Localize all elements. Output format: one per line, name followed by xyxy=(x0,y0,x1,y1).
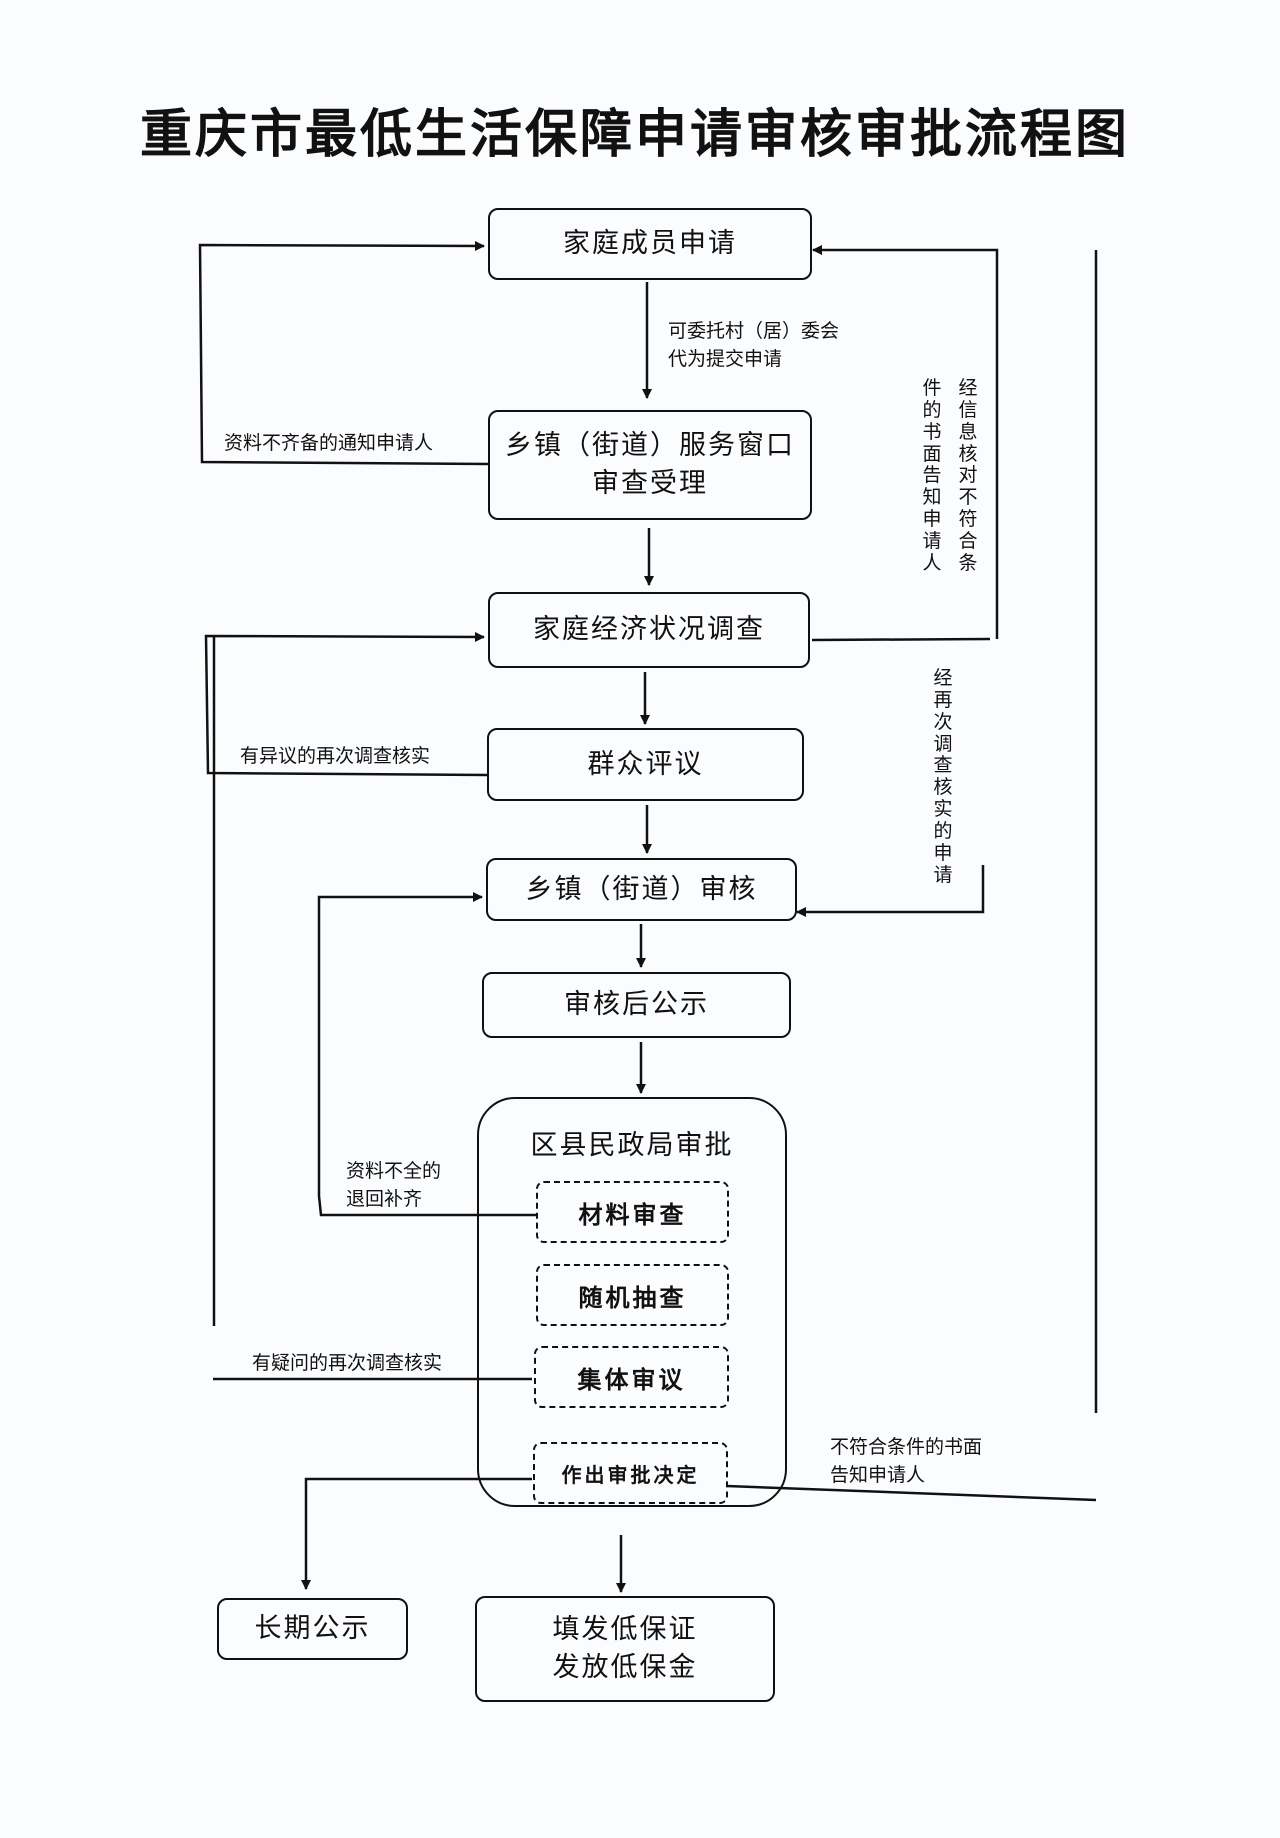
arrow-decision-to-longterm xyxy=(301,1477,532,1590)
loop-resurvey-apply xyxy=(796,865,985,917)
note-line2: 代为提交申请 xyxy=(668,347,783,370)
step-label-line1: 填发低保证 xyxy=(552,1614,698,1646)
substep-label: 作出审批决定 xyxy=(561,1462,700,1487)
step-family-apply: 家庭成员申请 xyxy=(488,208,812,280)
step-post-audit-notice: 审核后公示 xyxy=(482,972,791,1038)
note-incomplete-notify: 资料不齐备的通知申请人 xyxy=(224,432,434,454)
substep-label: 集体审议 xyxy=(577,1364,686,1394)
substep-label: 随机抽查 xyxy=(578,1282,687,1312)
step-label: 群众评议 xyxy=(587,748,704,780)
page-title: 重庆市最低生活保障申请审核审批流程图 xyxy=(140,104,1131,165)
note-line2: 告知申请人 xyxy=(830,1463,926,1486)
step-town-audit: 乡镇（街道）审核 xyxy=(486,858,797,921)
loop-incomplete-return xyxy=(317,892,536,1217)
step-label: 家庭经济状况调查 xyxy=(533,614,765,646)
substep-label: 材料审查 xyxy=(578,1199,687,1229)
note-entrust: 可委托村（居）委会 代为提交申请 xyxy=(668,318,839,373)
substep-material-review: 材料审查 xyxy=(536,1181,729,1243)
loop-objection-resurvey xyxy=(204,631,488,777)
step-label-line2: 发放低保金 xyxy=(552,1652,698,1683)
note-line1: 不符合条件的书面 xyxy=(830,1436,983,1458)
step-label-line1: 乡镇（街道）服务窗口 xyxy=(505,430,795,462)
substep-decision: 作出审批决定 xyxy=(533,1442,728,1504)
note-line1: 资料不全的 xyxy=(346,1160,442,1182)
step-issue-certificate: 填发低保证 发放低保金 xyxy=(475,1596,775,1702)
note-incomplete-return: 资料不全的 退回补齐 xyxy=(346,1158,441,1213)
substep-collective-review: 集体审议 xyxy=(534,1346,729,1408)
note-doubt-resurvey: 有疑问的再次调查核实 xyxy=(252,1352,443,1374)
note-info-check-col2: 件的书面告知申请人 xyxy=(922,377,942,574)
note-line1: 可委托村（居）委会 xyxy=(668,320,840,342)
step-window-review: 乡镇（街道）服务窗口 审查受理 xyxy=(488,410,812,520)
step-public-review: 群众评议 xyxy=(487,728,804,801)
step-label: 乡镇（街道）审核 xyxy=(525,873,758,905)
step-label-line2: 审查受理 xyxy=(592,468,708,499)
step-label: 审核后公示 xyxy=(564,989,709,1021)
step-label: 长期公示 xyxy=(254,1613,371,1645)
note-resurvey-apply: 经再次调查核实的申请 xyxy=(933,667,953,886)
note-objection-resurvey: 有异议的再次调查核实 xyxy=(240,745,431,767)
substep-random-check: 随机抽查 xyxy=(536,1264,729,1326)
loop-info-check xyxy=(812,245,999,639)
step-district-approval: 区县民政局审批 xyxy=(477,1097,787,1507)
note-line2: 退回补齐 xyxy=(346,1187,423,1210)
note-reject-written: 不符合条件的书面 告知申请人 xyxy=(830,1434,982,1489)
container-title: 区县民政局审批 xyxy=(530,1130,734,1161)
loop-incomplete-notify xyxy=(198,240,489,466)
step-long-term-notice: 长期公示 xyxy=(217,1598,408,1660)
line-decision-right xyxy=(726,1484,1097,1502)
line-survey-right xyxy=(811,637,991,642)
note-info-check-col1: 经信息核对不符合条 xyxy=(958,377,978,574)
step-economic-survey: 家庭经济状况调查 xyxy=(488,592,810,668)
step-label: 家庭成员申请 xyxy=(563,228,737,260)
